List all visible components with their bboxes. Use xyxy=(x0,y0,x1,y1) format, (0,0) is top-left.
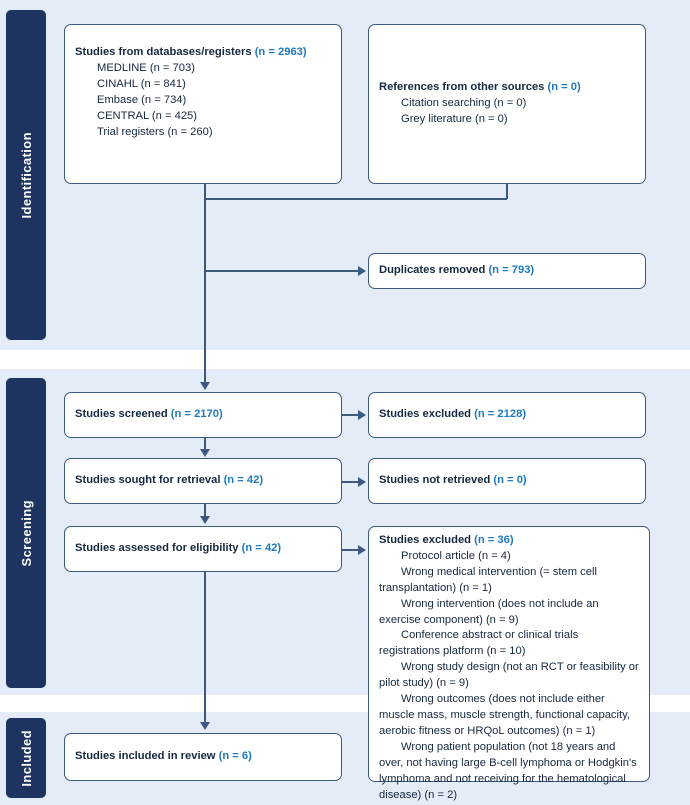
connector-to-duplicates xyxy=(204,270,360,272)
box-duplicates-header-text: Duplicates removed xyxy=(379,264,486,277)
box-other-sources: References from other sources (n = 0) Ci… xyxy=(368,24,646,184)
box-screened-header-text: Studies screened xyxy=(75,408,168,421)
box-other-sources-item: Grey literature (n = 0) xyxy=(401,112,508,125)
box-included-header-text: Studies included in review xyxy=(75,750,216,763)
arrow-to-excluded-screening-icon xyxy=(358,410,366,420)
box-databases-item: Trial registers (n = 260) xyxy=(97,125,213,138)
box-studies-sought-for-retrieval: Studies sought for retrieval (n = 42) xyxy=(64,458,342,504)
stage-label-screening-text: Screening xyxy=(18,499,34,567)
box-assessed-header-text: Studies assessed for eligibility xyxy=(75,542,239,555)
connector-sought-down xyxy=(204,504,206,517)
connector-assessed-to-excluded xyxy=(342,549,360,551)
box-excluded-screening-count: (n = 2128) xyxy=(474,408,527,421)
box-databases-registers: Studies from databases/registers (n = 29… xyxy=(64,24,342,184)
box-screened-count: (n = 2170) xyxy=(170,408,223,421)
box-databases-item: Embase (n = 734) xyxy=(97,93,187,106)
box-excluded-eligibility-item: Conference abstract or clinical trials r… xyxy=(379,629,579,658)
box-databases-item: CENTRAL (n = 425) xyxy=(97,109,197,122)
box-not-retrieved-header: Studies not retrieved (n = 0) xyxy=(379,473,527,489)
box-not-retrieved-count: (n = 0) xyxy=(493,474,527,487)
box-excluded-eligibility-header-text: Studies excluded xyxy=(379,534,472,546)
box-included-count: (n = 6) xyxy=(218,750,252,763)
arrow-to-not-retrieved-icon xyxy=(358,477,366,487)
box-screened-header: Studies screened (n = 2170) xyxy=(75,407,223,423)
connector-sought-to-not-retrieved xyxy=(342,481,360,483)
connector-screened-to-excluded xyxy=(342,414,360,416)
box-other-sources-header: References from other sources (n = 0) xyxy=(379,80,635,96)
box-duplicates-header: Duplicates removed (n = 793) xyxy=(379,263,534,279)
box-databases-header-text: Studies from databases/registers xyxy=(75,46,252,58)
box-studies-included-in-review: Studies included in review (n = 6) xyxy=(64,733,342,781)
box-sought-header-text: Studies sought for retrieval xyxy=(75,474,221,487)
box-excluded-screening-header: Studies excluded (n = 2128) xyxy=(379,407,526,423)
box-databases-header: Studies from databases/registers (n = 29… xyxy=(75,45,331,61)
connector-other-sources-down xyxy=(506,184,508,199)
box-excluded-eligibility-item: Wrong intervention (does not include an … xyxy=(379,597,599,626)
box-excluded-screening-header-text: Studies excluded xyxy=(379,408,472,421)
box-excluded-eligibility-item: Wrong patient population (not 18 years a… xyxy=(379,740,637,801)
connector-screened-down xyxy=(204,438,206,450)
box-studies-assessed-for-eligibility: Studies assessed for eligibility (n = 42… xyxy=(64,526,342,572)
box-excluded-eligibility-item: Wrong medical intervention (= stem cell … xyxy=(379,565,597,594)
stage-label-identification-text: Identification xyxy=(18,131,34,219)
box-assessed-count: (n = 42) xyxy=(241,542,282,555)
box-excluded-eligibility-count: (n = 36) xyxy=(474,534,514,546)
connector-assessed-to-included xyxy=(204,572,206,723)
box-databases-count: (n = 2963) xyxy=(254,46,307,58)
arrow-to-assessed-icon xyxy=(200,516,210,524)
box-included-header: Studies included in review (n = 6) xyxy=(75,749,252,765)
box-assessed-header: Studies assessed for eligibility (n = 42… xyxy=(75,541,281,557)
stage-label-included-text: Included xyxy=(18,729,34,787)
arrow-to-excluded-eligibility-icon xyxy=(358,545,366,555)
box-excluded-eligibility-item: Wrong study design (not an RCT or feasib… xyxy=(379,661,639,690)
box-excluded-eligibility-item: Protocol article (n = 4) xyxy=(401,549,511,562)
box-duplicates-removed: Duplicates removed (n = 793) xyxy=(368,253,646,289)
connector-databases-down xyxy=(204,184,206,199)
box-studies-screened: Studies screened (n = 2170) xyxy=(64,392,342,438)
stage-label-identification: Identification xyxy=(6,10,46,340)
box-studies-excluded-screening: Studies excluded (n = 2128) xyxy=(368,392,646,438)
box-other-sources-item: Citation searching (n = 0) xyxy=(401,97,527,110)
arrow-to-screened-icon xyxy=(200,382,210,390)
box-databases-item: CINAHL (n = 841) xyxy=(97,77,186,90)
arrow-to-duplicates-icon xyxy=(358,266,366,276)
stage-label-included: Included xyxy=(6,718,46,798)
box-studies-excluded-eligibility: Studies excluded (n = 36) Protocol artic… xyxy=(368,526,650,801)
box-duplicates-count: (n = 793) xyxy=(488,264,535,277)
box-not-retrieved-header-text: Studies not retrieved xyxy=(379,474,491,487)
box-other-sources-header-text: References from other sources xyxy=(379,81,545,94)
connector-identification-join xyxy=(204,198,507,200)
arrow-to-sought-icon xyxy=(200,449,210,457)
box-excluded-eligibility-item: Wrong outcomes (does not include either … xyxy=(379,693,630,737)
connector-identification-trunk xyxy=(204,198,206,382)
box-databases-item: MEDLINE (n = 703) xyxy=(97,61,195,74)
box-other-sources-count: (n = 0) xyxy=(547,81,581,94)
box-sought-header: Studies sought for retrieval (n = 42) xyxy=(75,473,263,489)
box-excluded-eligibility-header: Studies excluded (n = 36) xyxy=(379,533,639,549)
box-sought-count: (n = 42) xyxy=(223,474,264,487)
stage-label-screening: Screening xyxy=(6,378,46,688)
box-studies-not-retrieved: Studies not retrieved (n = 0) xyxy=(368,458,646,504)
arrow-to-included-icon xyxy=(200,722,210,730)
